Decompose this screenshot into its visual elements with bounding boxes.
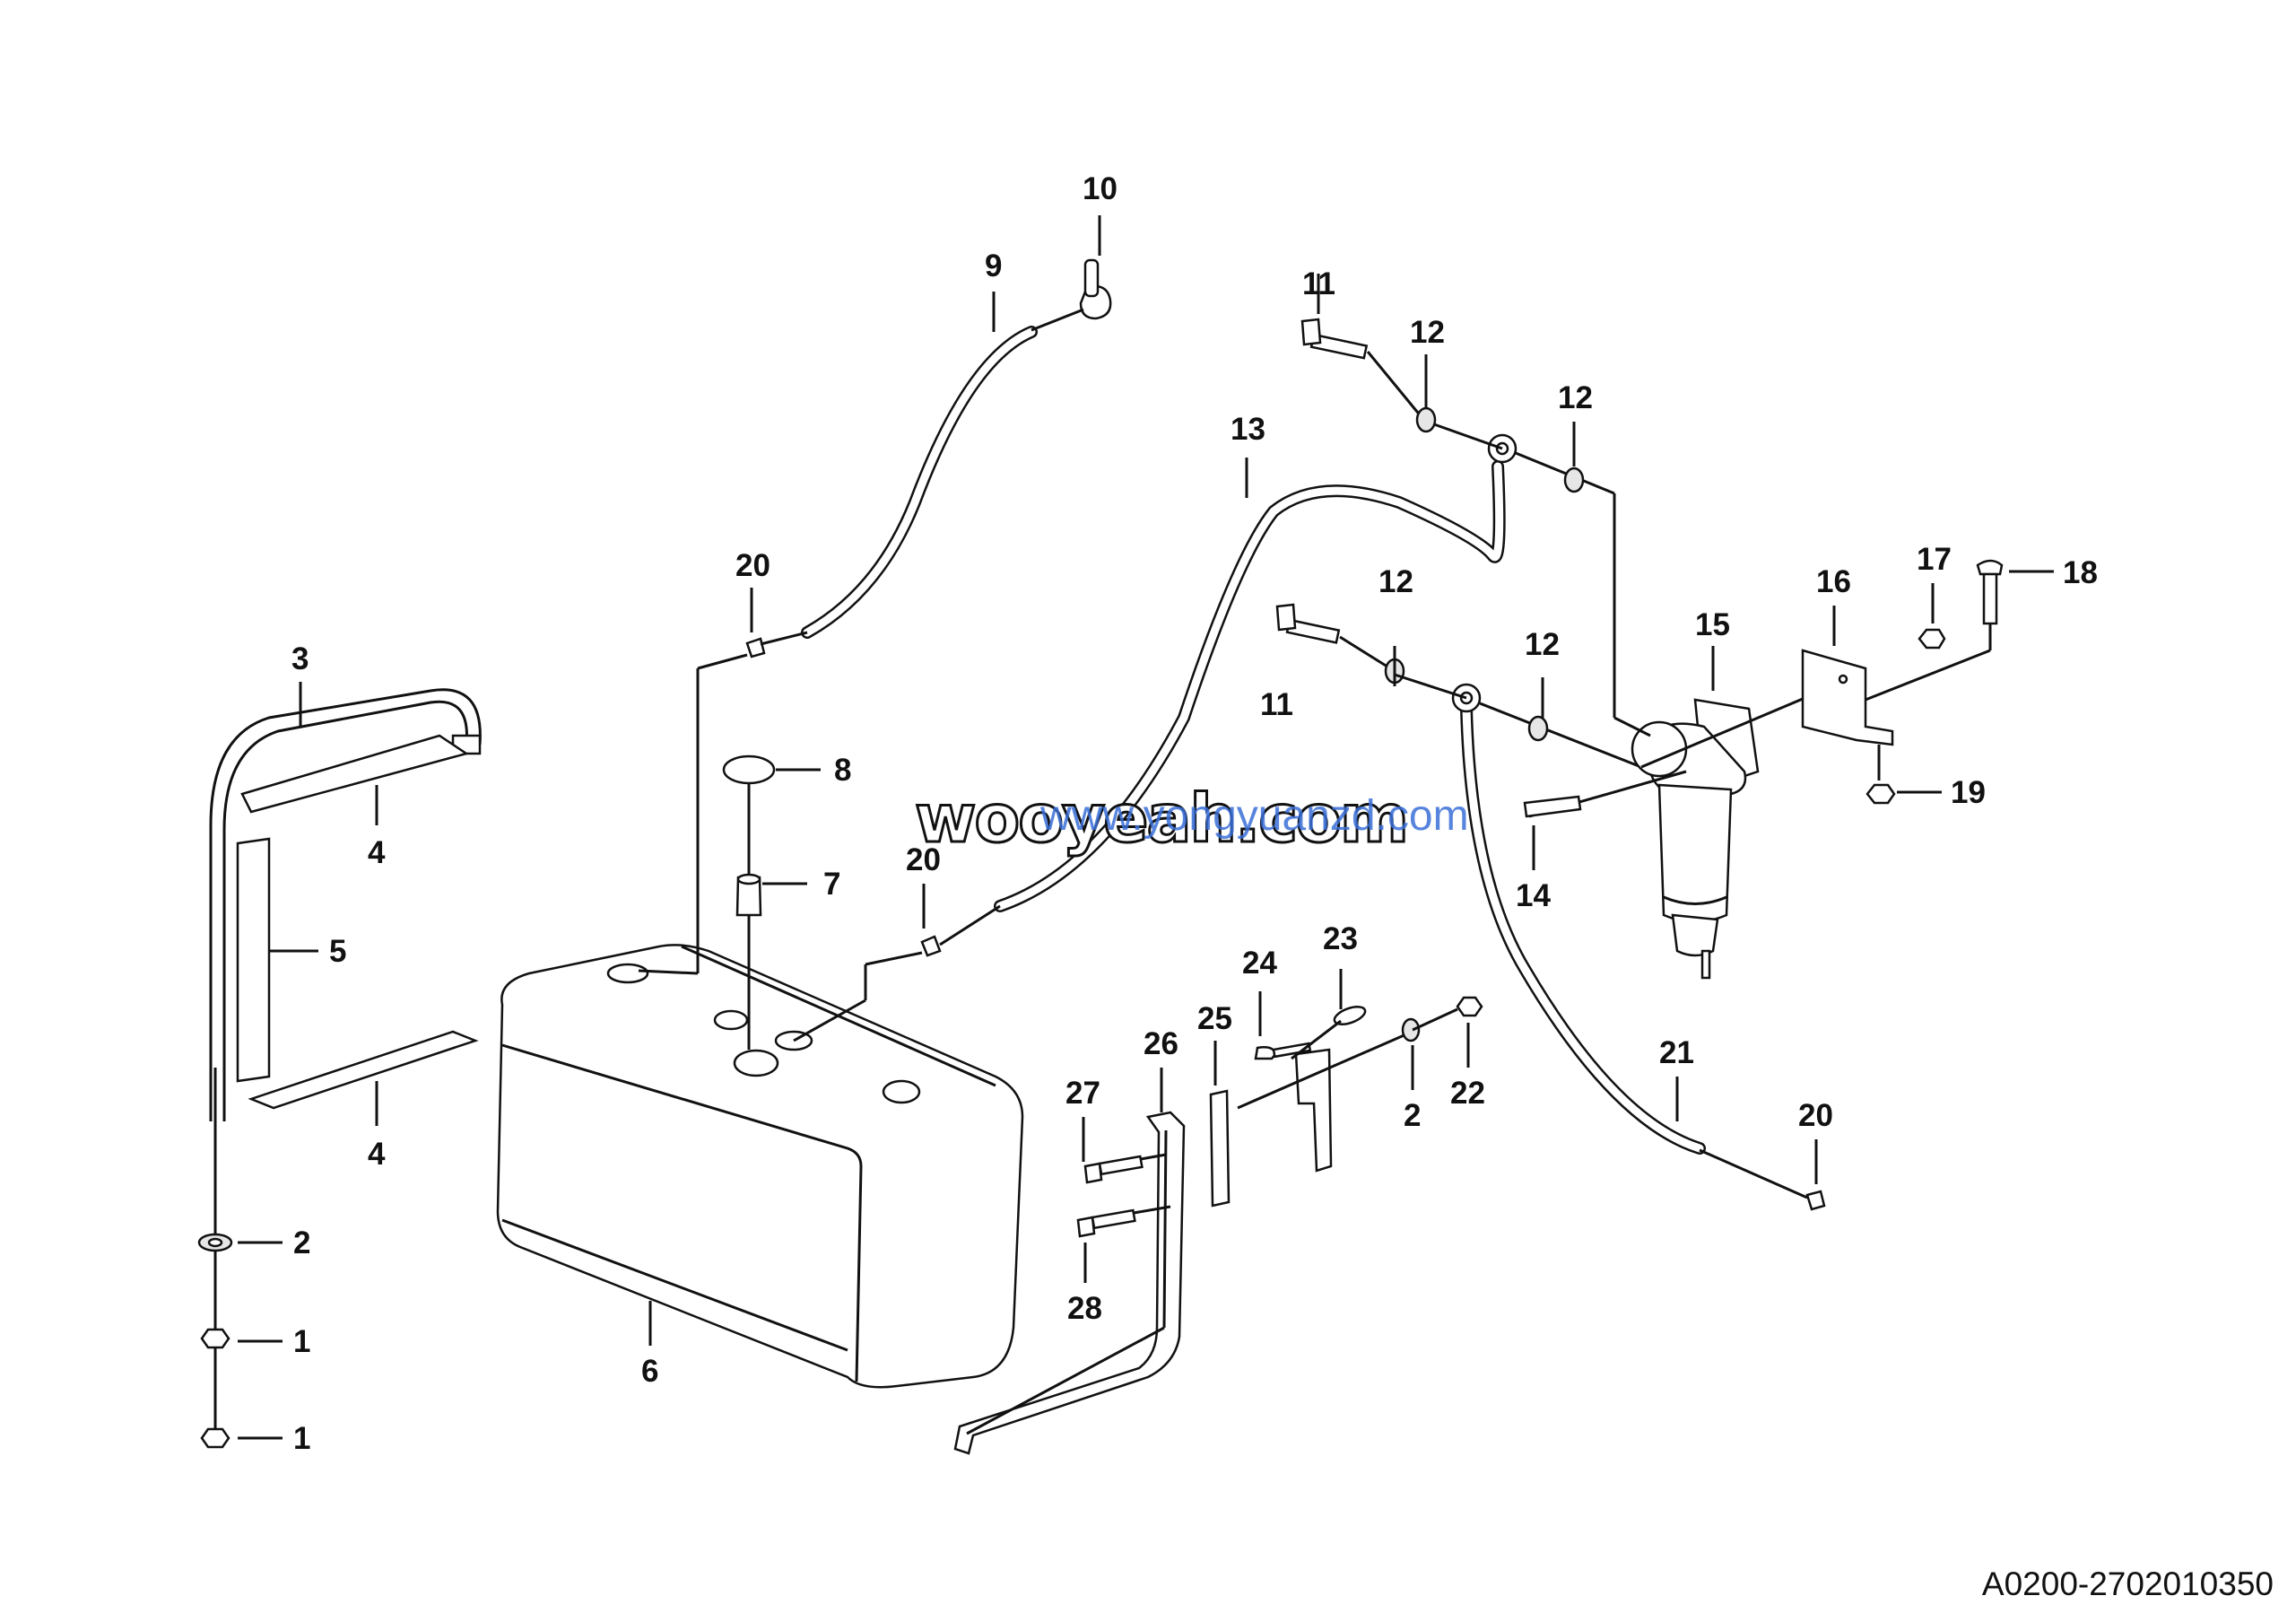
callout-12-lower-a: 12 [1378, 564, 1413, 599]
callout-25: 25 [1197, 1001, 1232, 1036]
callout-2-right: 2 [1404, 1098, 1421, 1133]
callout-7: 7 [823, 867, 840, 902]
watermark-overlay: www.yongyuanzd.com [1039, 792, 1469, 840]
callout-15: 15 [1695, 607, 1730, 642]
callout-21: 21 [1659, 1035, 1694, 1070]
callout-14: 14 [1516, 878, 1551, 913]
callout-23: 23 [1323, 921, 1358, 956]
callout-5: 5 [329, 934, 346, 969]
callout-20-middle: 20 [906, 842, 941, 877]
callout-17: 17 [1917, 542, 1952, 577]
strap-fasteners [197, 1139, 233, 1449]
callout-27: 27 [1065, 1076, 1100, 1111]
drawing-code: A0200-2702010350 [1982, 1565, 2274, 1602]
leader-lines [238, 215, 2054, 1440]
callout-28: 28 [1067, 1291, 1102, 1326]
banjo-fittings [1275, 318, 1642, 769]
filter-bracket [1801, 559, 2004, 805]
callout-12-upper-b: 12 [1558, 380, 1593, 415]
callout-4-lower: 4 [368, 1137, 386, 1172]
callout-10: 10 [1083, 171, 1118, 206]
callout-1-upper: 1 [293, 1324, 310, 1359]
callout-11-upper: 11 [1302, 266, 1335, 301]
filler-cap [722, 754, 776, 1050]
tank-strap [209, 688, 482, 1139]
callout-1-lower: 1 [293, 1421, 310, 1456]
fuel-line-13 [793, 433, 1518, 1042]
fuel-filter [1523, 680, 1844, 980]
tank-support-bracket [953, 996, 1483, 1455]
callout-16: 16 [1816, 564, 1851, 599]
callout-26: 26 [1144, 1026, 1178, 1061]
callout-11-lower: 11 [1260, 687, 1293, 722]
callout-3: 3 [291, 641, 309, 676]
watermark: wooyeah.com [915, 780, 1407, 858]
callout-12-upper-a: 12 [1410, 315, 1445, 350]
callout-24: 24 [1242, 946, 1277, 981]
callout-20-lower: 20 [1798, 1098, 1833, 1133]
fuel-tank [496, 944, 1024, 1389]
callout-4-upper: 4 [368, 835, 386, 870]
callout-8: 8 [834, 753, 851, 788]
callout-18: 18 [2063, 555, 2098, 590]
callout-13: 13 [1231, 412, 1265, 447]
callout-19: 19 [1951, 775, 1986, 810]
callout-labels: 10 9 11 12 12 13 20 3 4 5 4 8 7 20 11 12… [291, 171, 2098, 1456]
callout-12-lower-b: 12 [1525, 627, 1560, 662]
breather-hose [638, 258, 1112, 975]
callout-2-left: 2 [293, 1225, 310, 1260]
callout-20-upper: 20 [735, 548, 770, 583]
callout-22: 22 [1450, 1076, 1485, 1111]
callout-9: 9 [985, 249, 1002, 283]
callout-6: 6 [641, 1354, 658, 1389]
